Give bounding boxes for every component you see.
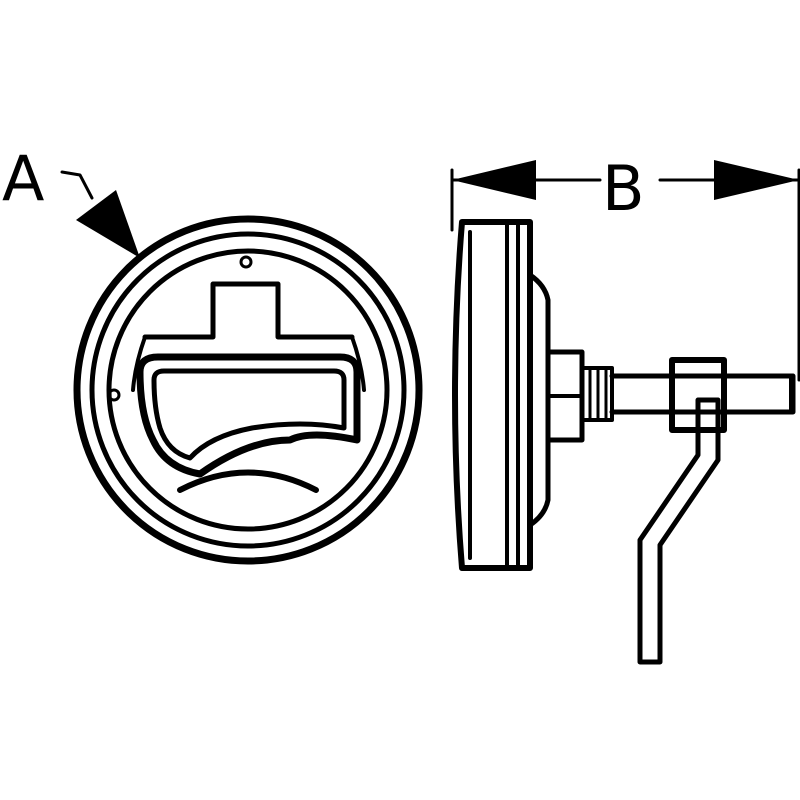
- hinge-slot-side: [131, 335, 147, 392]
- dimension-b: [450, 160, 800, 382]
- hinge-slot-side-right: [350, 335, 366, 392]
- flange-outer: [452, 219, 533, 571]
- bottom-arc: [177, 469, 319, 493]
- front-view: [73, 215, 423, 565]
- dimension-b-arrow-right: [714, 160, 799, 200]
- dimension-a-label: A: [2, 142, 44, 215]
- recess-edge: [106, 248, 390, 532]
- side-view: [452, 219, 796, 665]
- shaft: [609, 373, 796, 415]
- screw-hole-left: [107, 388, 121, 402]
- cam-arm: [637, 397, 721, 665]
- pull-handle-inner: [151, 368, 347, 461]
- dimension-a-arrowhead: [76, 190, 140, 258]
- rim-inner-edge: [89, 231, 407, 549]
- dimension-b-arrow-left: [452, 160, 536, 200]
- dimension-a-leader: [60, 170, 140, 258]
- dimension-b-label: B: [602, 152, 645, 225]
- outer-rim: [73, 215, 423, 565]
- pull-handle-outer: [136, 353, 361, 478]
- hinge-slot: [142, 281, 355, 340]
- screw-hole-top: [239, 255, 253, 269]
